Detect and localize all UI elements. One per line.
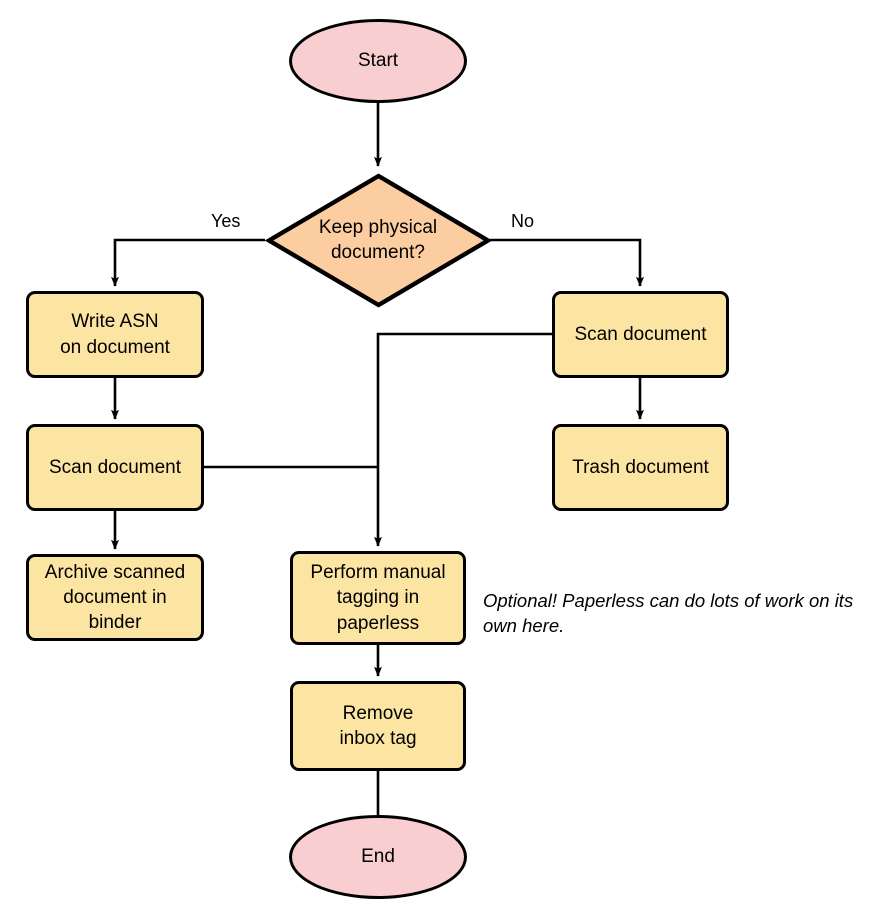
node-write-asn[interactable]: Write ASN on document — [26, 291, 204, 378]
node-end[interactable]: End — [289, 815, 467, 899]
annotation-optional-note: Optional! Paperless can do lots of work … — [483, 590, 854, 636]
edge-label-yes: Yes — [208, 211, 244, 232]
node-trash-document[interactable]: Trash document — [552, 424, 729, 511]
edge-label-no: No — [508, 211, 538, 232]
node-decision-keep-physical-document[interactable]: Keep physical document? — [264, 172, 492, 308]
node-remove-inbox-tag[interactable]: Remove inbox tag — [290, 681, 466, 771]
node-start[interactable]: Start — [289, 19, 467, 103]
node-archive-scanned-document-in-binder[interactable]: Archive scanned document in binder — [26, 554, 204, 641]
node-perform-manual-tagging[interactable]: Perform manual tagging in paperless — [290, 551, 466, 645]
edge-scan-right-to-manual-tagging — [374, 332, 552, 547]
node-decision-label: Keep physical document? — [318, 216, 438, 263]
node-scan-document-right[interactable]: Scan document — [552, 291, 729, 378]
diamond-shape — [264, 172, 492, 308]
edge-decision-no-to-scan-right — [490, 238, 644, 287]
node-scan-document-left[interactable]: Scan document — [26, 424, 204, 511]
edge-decision-yes-to-write-asn — [111, 238, 265, 287]
